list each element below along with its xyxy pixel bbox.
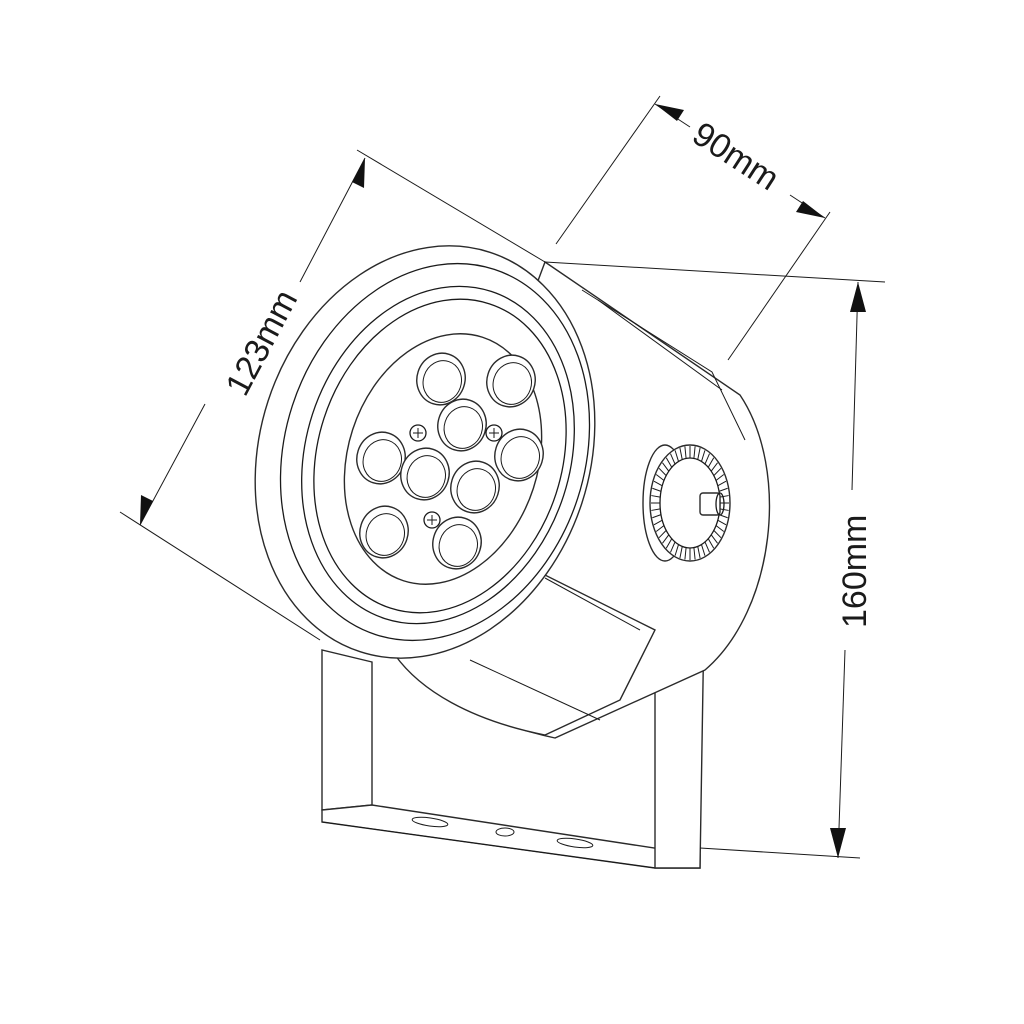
screw-top-left [409,424,427,442]
knurl-tick [715,525,725,532]
screws [409,424,503,529]
dimension-arrow [850,282,866,312]
led-lens [432,516,482,570]
knurl-tick [679,447,683,460]
dimension-arrow [140,495,153,525]
knurl-tick [670,541,676,553]
knurl-tick [658,467,667,476]
knurl-tick [707,457,715,468]
knurl-tick [704,453,710,465]
knurl-tick [653,480,663,487]
led-lens [359,505,409,559]
knurl-tick [684,446,687,459]
knurl-tick [665,457,673,468]
knurl-tick [710,534,718,544]
led-lens-array [356,352,544,570]
knurl-tick [653,519,663,526]
knurl-tick [652,487,662,492]
knurl-tick [701,450,706,462]
dimension-arrow [830,828,846,858]
led-lens [437,398,487,452]
knurl-tick [651,508,661,511]
screw-top-right [485,424,503,442]
led-lens [450,460,500,514]
dimension-arrow [655,104,684,121]
knurl-tick [717,519,727,526]
knurl-tick [697,447,701,460]
dimension-arrow [352,158,365,188]
knurl-tick [655,525,665,532]
knurl-tick [670,453,676,465]
knurl-tick [652,514,662,519]
knurl-tick [693,446,696,459]
knurl-tick [713,530,722,539]
knurl-tick [662,534,670,544]
knurl-tick [710,462,718,472]
knurl-tick [662,462,670,472]
knurl-tick [684,547,687,560]
dimension-label-height: 160mm [836,515,874,628]
knurl-tick [704,541,710,553]
screw-bottom [423,511,441,529]
knurl-tick [693,547,696,560]
knurl-tick [651,495,661,498]
knurl-tick [697,546,701,559]
knurl-tick [679,546,683,559]
knurl-tick [718,487,728,492]
knurl-tick [658,530,667,539]
knurl-tick [717,480,727,487]
adjustment-knob [642,444,731,562]
knurl-tick [674,450,679,462]
led-lens [416,352,466,406]
knurl-tick [655,474,665,481]
knurl-tick [719,508,729,511]
knurl-tick [715,474,725,481]
knurl-tick [707,538,715,549]
knurl-tick [674,544,679,556]
led-lens [400,447,450,501]
dimension-label-width: 90mm [686,115,786,198]
knurl-tick [701,544,706,556]
led-lens [356,431,406,485]
dimension-height: 160mm [544,261,886,859]
led-lens [486,354,536,408]
knurl-tick [713,467,722,476]
knurl-tick [719,495,729,498]
knurl-tick [665,538,673,549]
dimension-arrow [796,201,825,218]
led-lens [494,428,544,482]
